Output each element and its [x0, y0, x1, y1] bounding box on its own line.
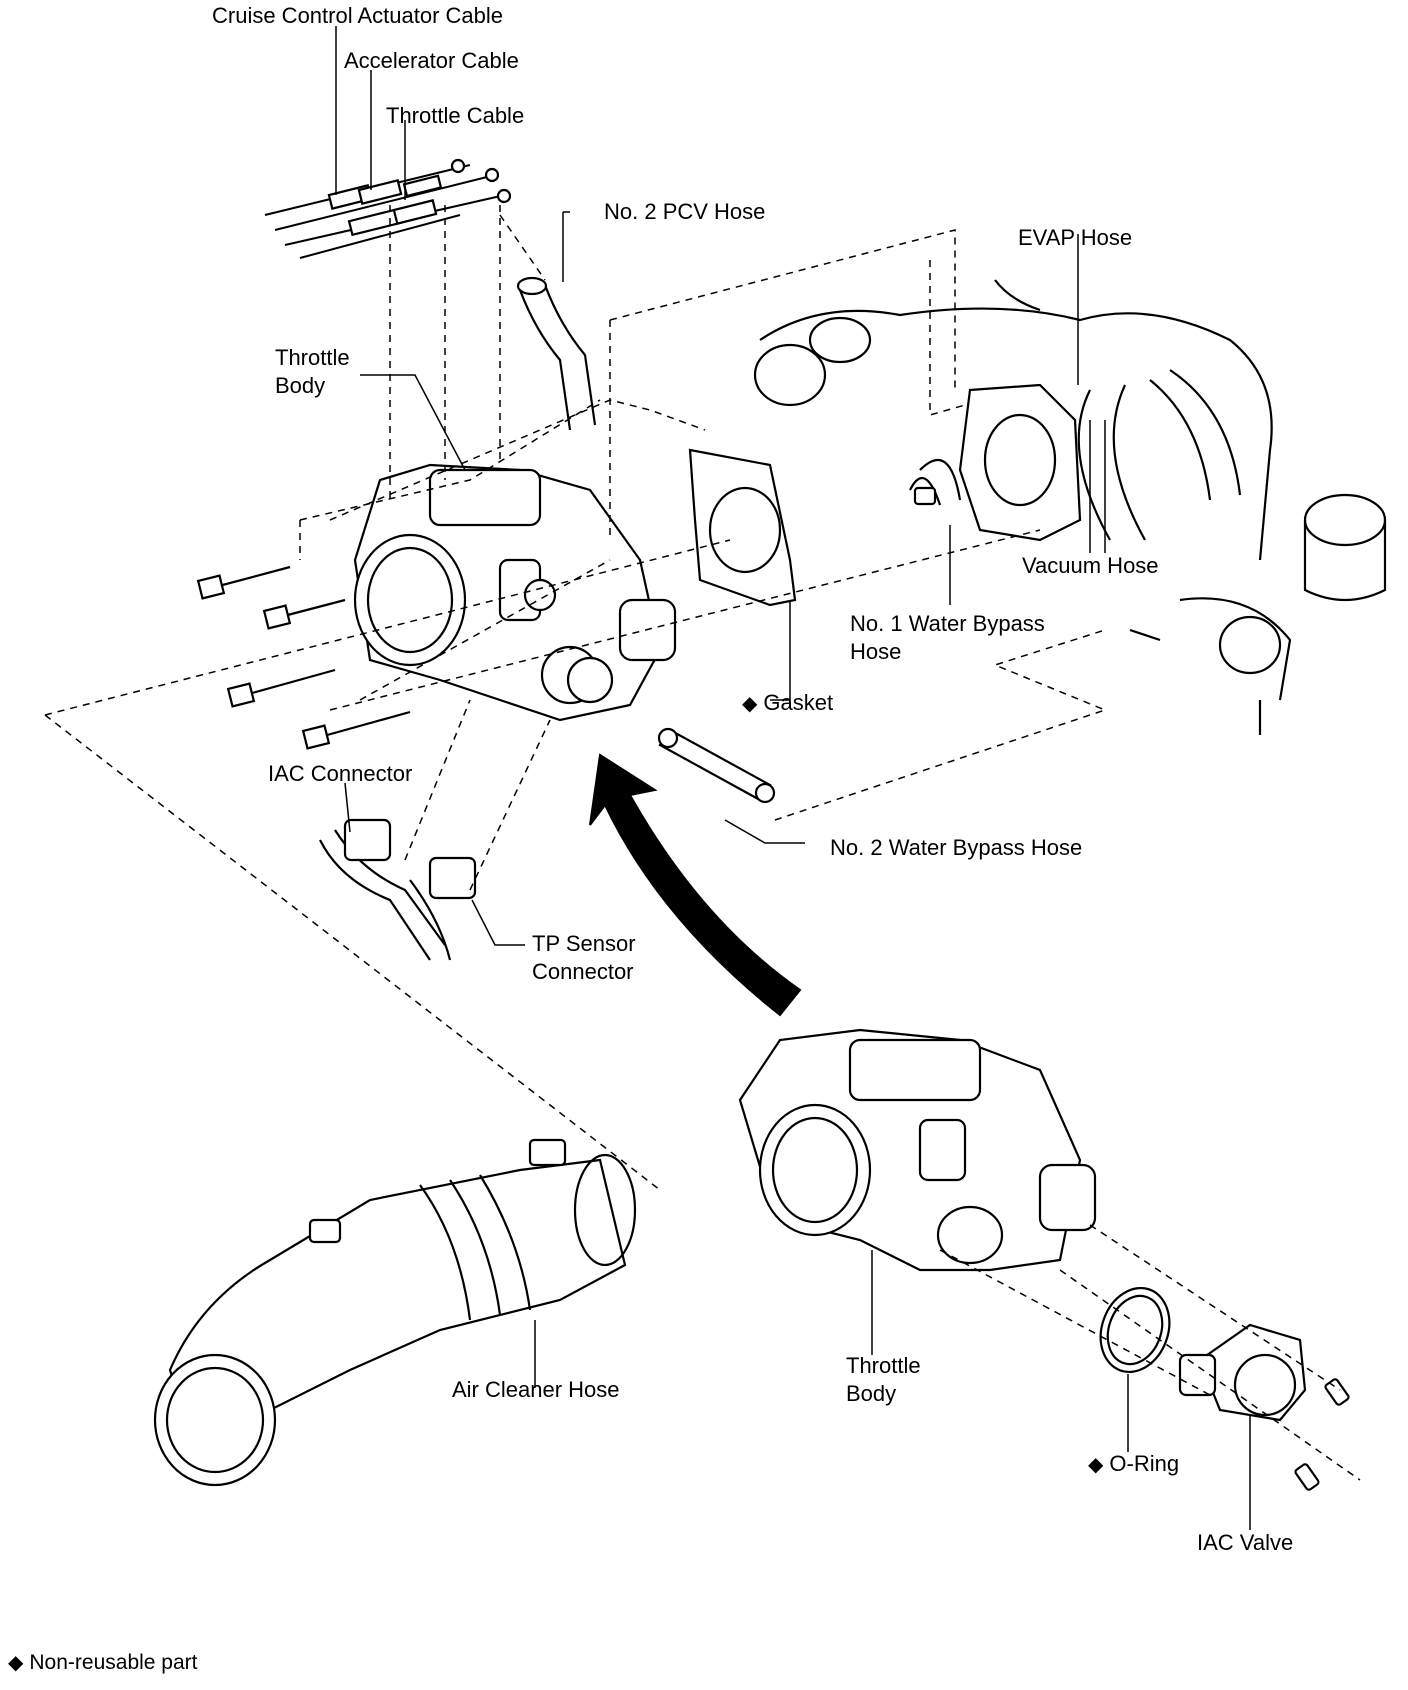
non-reusable-diamond-icon: ◆: [1088, 1454, 1104, 1476]
label-gasket: ◆Gasket: [742, 689, 833, 718]
cable-bundle: [264, 158, 512, 259]
label-tp-sensor-connector: TP Sensor Connector: [532, 930, 636, 986]
label-iac-connector: IAC Connector: [268, 761, 413, 786]
no1-water-bypass-hose: [909, 459, 962, 506]
gasket: [688, 448, 797, 607]
label-evap-hose: EVAP Hose: [1018, 225, 1133, 250]
legend: ◆Non-reusable part: [8, 1650, 197, 1675]
label-throttle-body-lower: Throttle Body: [846, 1352, 921, 1408]
iac-valve: [1178, 1323, 1350, 1491]
intake-plenum: [753, 279, 1387, 735]
non-reusable-diamond-icon: ◆: [742, 693, 758, 715]
assembly-arrow: [589, 753, 802, 1017]
label-throttle-body-upper-line2: Body: [275, 373, 326, 398]
label-tp-sensor-connector-line2: Connector: [532, 959, 634, 984]
label-air-cleaner-hose: Air Cleaner Hose: [452, 1377, 620, 1402]
label-throttle-cable: Throttle Cable: [386, 103, 525, 128]
label-no1-water-bypass-hose: No. 1 Water Bypass Hose: [850, 610, 1045, 666]
assembly-guide-lines: [44, 205, 1361, 1481]
no2-water-bypass-hose: [657, 727, 776, 804]
label-o-ring-text: O-Ring: [1109, 1451, 1180, 1476]
non-reusable-diamond-icon: ◆: [8, 1652, 24, 1674]
label-iac-valve: IAC Valve: [1197, 1530, 1294, 1555]
label-throttle-body-upper: Throttle Body: [275, 344, 350, 400]
throttle-body-lower: [738, 1028, 1097, 1272]
label-tp-sensor-connector-line1: TP Sensor: [532, 931, 636, 956]
legend-text: Non-reusable part: [29, 1651, 198, 1674]
label-throttle-body-lower-line2: Body: [846, 1381, 897, 1406]
label-no1-water-bypass-hose-line2: Hose: [850, 639, 902, 664]
label-no2-water-bypass-hose: No. 2 Water Bypass Hose: [830, 835, 1083, 860]
label-throttle-body-lower-line1: Throttle: [846, 1353, 921, 1378]
bolts: [196, 565, 411, 750]
no2-pcv-hose: [516, 276, 597, 431]
label-no1-water-bypass-hose-line1: No. 1 Water Bypass: [850, 611, 1045, 636]
label-accelerator-cable: Accelerator Cable: [344, 48, 519, 73]
throttle-body-upper: [353, 463, 677, 722]
label-cruise-control-actuator-cable: Cruise Control Actuator Cable: [212, 3, 504, 28]
o-ring: [1099, 1286, 1171, 1374]
air-cleaner-hose: [153, 1138, 637, 1487]
label-gasket-text: Gasket: [763, 690, 834, 715]
label-throttle-body-upper-line1: Throttle: [275, 345, 350, 370]
connectors: [319, 818, 477, 961]
label-o-ring: ◆O-Ring: [1088, 1450, 1179, 1479]
label-vacuum-hose: Vacuum Hose: [1022, 553, 1159, 578]
label-no2-pcv-hose: No. 2 PCV Hose: [604, 199, 766, 224]
